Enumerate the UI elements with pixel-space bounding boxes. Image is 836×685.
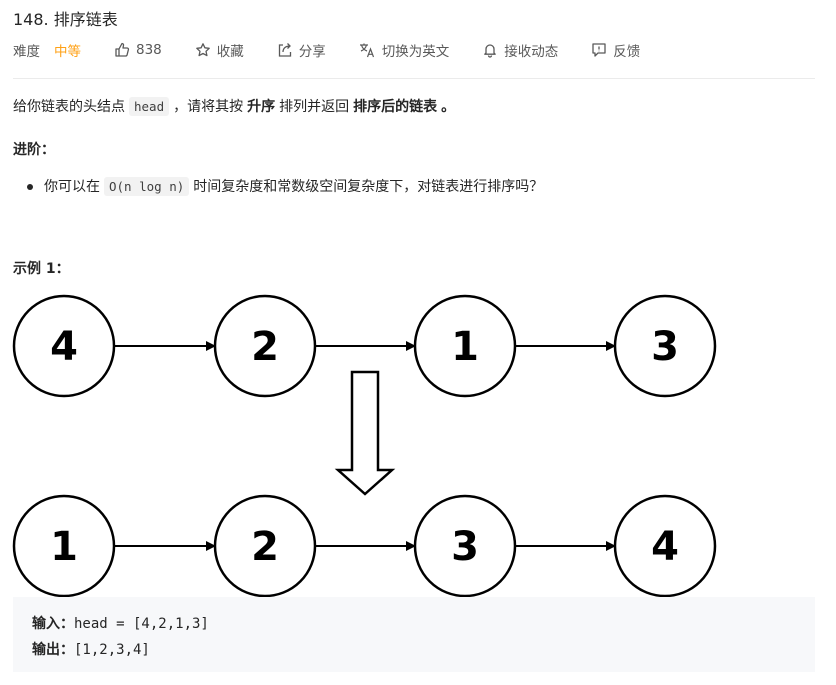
after-node-value-4: 4 — [651, 524, 679, 570]
desc-code-head: head — [129, 96, 170, 116]
before-node-value-2: 2 — [251, 324, 279, 370]
advanced-text-2: 时间复杂度和常数级空间复杂度下，对链表进行排序吗？ — [193, 179, 544, 195]
desc-bold-ascending: 升序 — [247, 99, 276, 115]
translate-icon — [359, 43, 374, 58]
switch-language-label: 切换为英文 — [381, 44, 450, 60]
before-node-value-3: 1 — [451, 324, 479, 370]
share-icon — [278, 43, 291, 57]
problem-title: 148. 排序链表 — [13, 10, 118, 29]
thumbs-up-icon — [115, 42, 130, 57]
output-value: [1,2,3,4] — [74, 642, 150, 658]
example-output: 输出： [1,2,3,4] — [32, 639, 150, 659]
output-label: 输出： — [32, 642, 74, 658]
desc-text-3: 排列并返回 — [279, 99, 350, 115]
feedback-icon — [592, 43, 606, 57]
advanced-code: O(n log n) — [104, 176, 190, 196]
like-button[interactable]: 838 — [114, 42, 162, 58]
example-input: 输入： head = [4,2,1,3] — [32, 613, 209, 633]
switch-language-button[interactable]: 切换为英文 — [359, 40, 450, 60]
after-node-value-2: 2 — [251, 524, 279, 570]
after-node-value-1: 1 — [50, 524, 78, 570]
header-divider — [13, 78, 815, 79]
advanced-title: 进阶： — [13, 142, 55, 158]
feedback-label: 反馈 — [613, 44, 641, 60]
share-label: 分享 — [298, 44, 326, 60]
advanced-bullet: 你可以在 O(n log n) 时间复杂度和常数级空间复杂度下，对链表进行排序吗… — [27, 176, 544, 196]
down-arrow — [334, 370, 396, 496]
example-diagram: 4 2 1 3 1 2 3 4 — [12, 294, 717, 598]
favorite-label: 收藏 — [216, 44, 244, 60]
before-node-4 — [613, 294, 717, 398]
input-label: 输入： — [32, 616, 74, 632]
problem-description: 给你链表的头结点 head ，请将其按 升序 排列并返回 排序后的链表 。 — [13, 96, 455, 116]
like-count: 838 — [136, 42, 162, 58]
before-node-value-1: 4 — [50, 324, 78, 370]
example-io-box: 输入： head = [4,2,1,3] 输出： [1,2,3,4] — [13, 597, 815, 672]
after-list: 1 2 3 4 — [12, 494, 717, 598]
share-button[interactable]: 分享 — [277, 40, 326, 60]
desc-text-1: 给你链表的头结点 — [13, 99, 125, 115]
before-list: 4 2 1 3 — [12, 294, 717, 398]
input-value: head = [4,2,1,3] — [74, 616, 209, 632]
desc-text-2: ，请将其按 — [173, 99, 244, 115]
feedback-button[interactable]: 反馈 — [591, 40, 640, 60]
problem-meta-bar: 难度 中等 838 收藏 分享 切换为英文 接收动态 — [13, 38, 673, 62]
before-node-value-4: 3 — [651, 324, 679, 370]
desc-text-4: 。 — [441, 99, 456, 115]
difficulty-value: 中等 — [54, 44, 81, 60]
example-1-title: 示例 1： — [13, 261, 70, 277]
bullet-dot — [27, 184, 33, 190]
after-node-value-3: 3 — [451, 524, 479, 570]
bell-icon — [484, 44, 497, 58]
subscribe-label: 接收动态 — [504, 44, 559, 60]
star-icon — [195, 43, 210, 57]
desc-bold-sorted-list: 排序后的链表 — [353, 99, 438, 115]
favorite-button[interactable]: 收藏 — [195, 40, 244, 60]
advanced-text-1: 你可以在 — [44, 179, 100, 195]
difficulty-label: 难度 — [13, 44, 40, 60]
subscribe-button[interactable]: 接收动态 — [482, 40, 558, 60]
after-node-4 — [613, 494, 717, 598]
